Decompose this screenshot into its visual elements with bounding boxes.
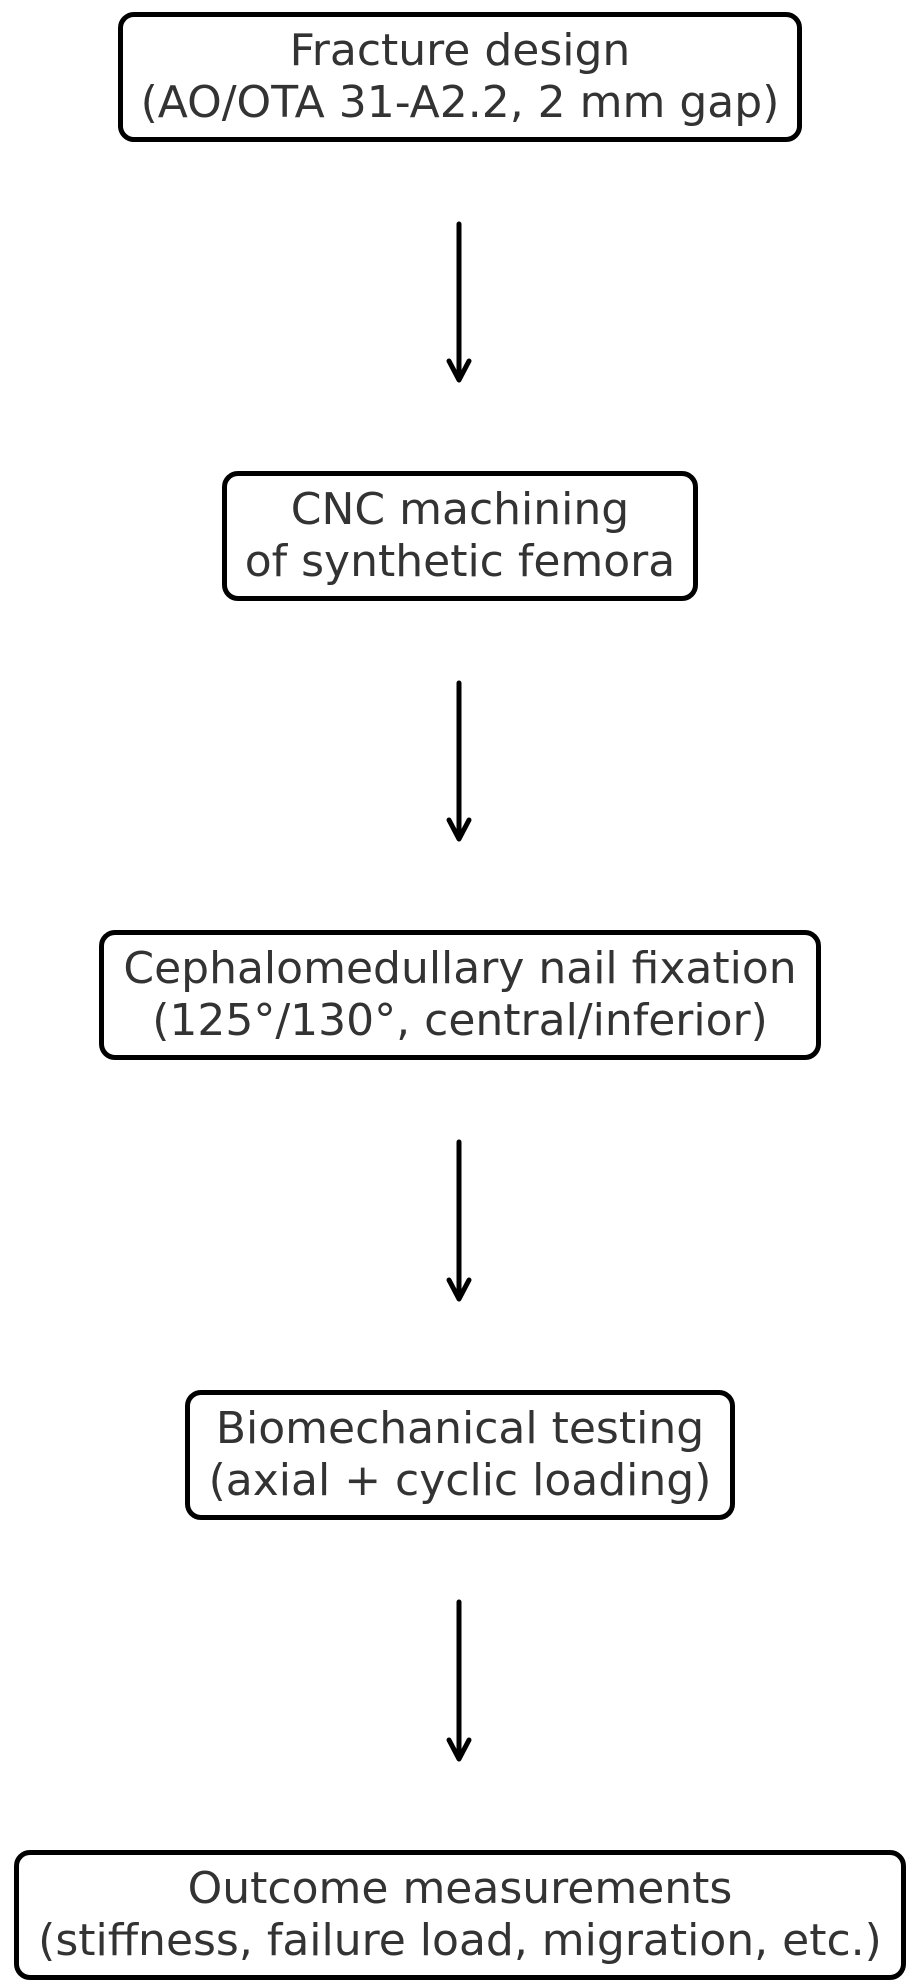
step-box-cnc-machining: CNC machining of synthetic femora <box>222 471 698 601</box>
step-title: CNC machining <box>290 484 630 535</box>
step-box-biomechanical-testing: Biomechanical testing (axial + cyclic lo… <box>185 1390 735 1520</box>
arrow-1 <box>446 221 472 383</box>
step-detail: (stiffness, failure load, migration, etc… <box>38 1915 882 1966</box>
step-detail: of synthetic femora <box>244 536 676 587</box>
step-box-fracture-design: Fracture design (AO/OTA 31-A2.2, 2 mm ga… <box>118 12 802 142</box>
step-title: Outcome measurements <box>187 1863 733 1914</box>
step-box-outcome-measurements: Outcome measurements (stiffness, failure… <box>14 1850 906 1980</box>
step-detail: (axial + cyclic loading) <box>208 1455 712 1506</box>
arrow-4 <box>446 1599 472 1762</box>
step-title: Cephalomedullary nail fixation <box>123 943 797 994</box>
step-detail: (AO/OTA 31-A2.2, 2 mm gap) <box>140 77 780 128</box>
step-title: Fracture design <box>289 25 631 76</box>
step-box-nail-fixation: Cephalomedullary nail fixation (125°/130… <box>99 930 821 1060</box>
arrow-3 <box>446 1139 472 1302</box>
arrow-2 <box>446 680 472 842</box>
step-title: Biomechanical testing <box>215 1403 705 1454</box>
step-detail: (125°/130°, central/inferior) <box>152 995 768 1046</box>
